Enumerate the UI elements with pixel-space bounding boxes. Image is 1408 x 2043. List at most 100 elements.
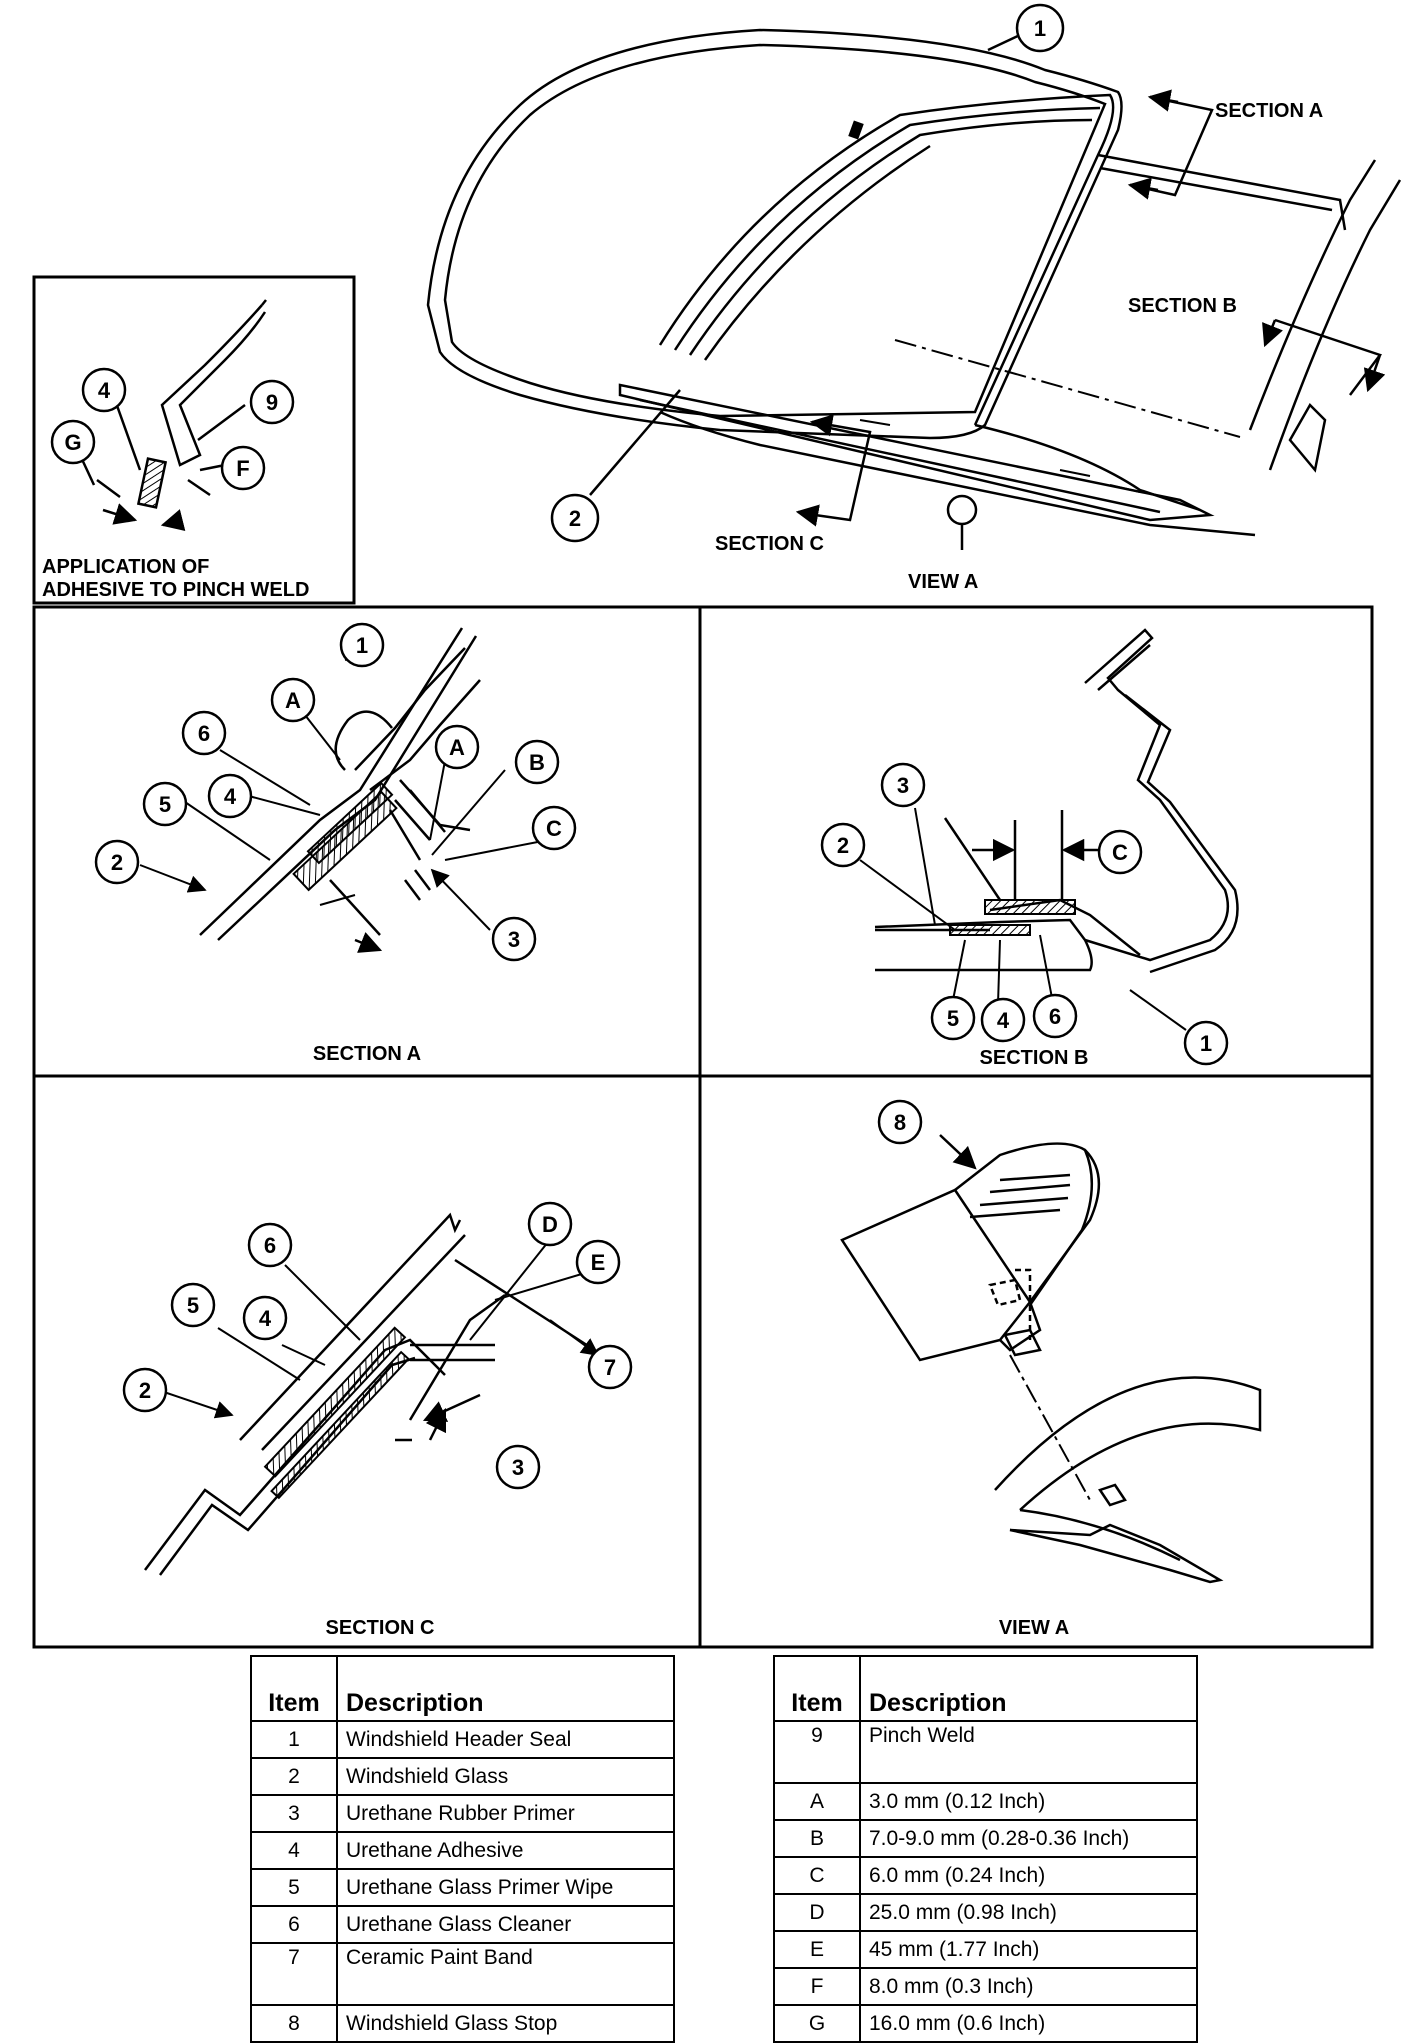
svg-text:5: 5 [159, 792, 171, 817]
windshield-overview [426, 28, 1402, 537]
svg-text:C: C [1112, 840, 1128, 865]
callout-c-section-a: C [531, 805, 577, 851]
svg-text:4: 4 [224, 784, 237, 809]
svg-text:3: 3 [512, 1455, 524, 1480]
svg-text:G: G [64, 430, 81, 455]
svg-text:6: 6 [264, 1233, 276, 1258]
svg-text:C: C [546, 816, 562, 841]
callout-3-section-b: 3 [880, 762, 926, 808]
svg-text:1: 1 [1034, 16, 1046, 41]
label-view-a-overview: VIEW A [908, 571, 978, 593]
callout-7-section-c: 7 [587, 1344, 633, 1390]
inset-caption-line2: ADHESIVE TO PINCH WELD [42, 579, 309, 601]
callout-g-inset: G [50, 419, 96, 465]
callout-4-section-a: 4 [207, 773, 253, 819]
svg-text:F: F [236, 456, 249, 481]
svg-text:2: 2 [837, 833, 849, 858]
callout-4-inset: 4 [81, 367, 127, 413]
callout-6-section-c: 6 [247, 1222, 293, 1268]
svg-text:2: 2 [569, 506, 581, 531]
svg-text:3: 3 [508, 927, 520, 952]
svg-text:4: 4 [259, 1306, 272, 1331]
panel-label-section-c: SECTION C [326, 1617, 435, 1639]
label-section-a-overview: SECTION A [1215, 100, 1323, 122]
callout-c-section-b: C [1097, 829, 1143, 875]
label-section-b-overview: SECTION B [1128, 295, 1237, 317]
svg-text:1: 1 [1200, 1031, 1212, 1056]
svg-text:4: 4 [997, 1008, 1010, 1033]
svg-text:5: 5 [187, 1293, 199, 1318]
svg-text:E: E [591, 1250, 606, 1275]
svg-text:9: 9 [266, 390, 278, 415]
callout-2-section-a: 2 [94, 839, 140, 885]
svg-text:B: B [529, 750, 545, 775]
callout-b-section-a: B [514, 739, 560, 785]
callout-a2-section-a: A [434, 724, 480, 770]
callout-1-overview: 1 [1015, 3, 1065, 53]
overview-callouts: 1 2 SECTION A SECTION B SECTION C VIEW A [550, 3, 1323, 593]
svg-text:2: 2 [111, 850, 123, 875]
svg-text:A: A [285, 688, 301, 713]
legend-left-header-description: Description [336, 1655, 675, 1722]
callout-a1-section-a: A [270, 677, 316, 723]
callout-1-section-a: 1 [339, 622, 385, 668]
callout-1-section-b: 1 [1183, 1020, 1229, 1066]
callout-5-section-b: 5 [930, 995, 976, 1041]
svg-text:4: 4 [98, 378, 111, 403]
panel-label-section-a: SECTION A [313, 1043, 421, 1065]
legend-right-header-description: Description [859, 1655, 1198, 1722]
legend-left-header-item: Item [250, 1655, 338, 1722]
callout-d-section-c: D [527, 1201, 573, 1247]
callout-4-section-b: 4 [980, 997, 1026, 1043]
callout-5-section-c: 5 [170, 1282, 216, 1328]
legend-right-header-item: Item [773, 1655, 861, 1722]
svg-text:A: A [449, 735, 465, 760]
callout-2-overview: 2 [550, 493, 600, 543]
callout-6-section-a: 6 [181, 710, 227, 756]
svg-text:D: D [542, 1212, 558, 1237]
callout-2-section-b: 2 [820, 822, 866, 868]
panel-section-a: 1 A A B C 6 4 5 2 3 SECTION A [94, 622, 577, 1065]
callout-8-view-a: 8 [877, 1099, 923, 1145]
callout-2-section-c: 2 [122, 1367, 168, 1413]
svg-text:6: 6 [198, 721, 210, 746]
svg-text:5: 5 [947, 1006, 959, 1031]
panel-view-a: 8 VIEW A [840, 1099, 1262, 1639]
callout-9-inset: 9 [249, 379, 295, 425]
callout-e-section-c: E [575, 1239, 621, 1285]
callout-3-section-c: 3 [495, 1444, 541, 1490]
section-panels-grid [32, 605, 1374, 1649]
svg-text:7: 7 [604, 1355, 616, 1380]
callout-f-inset: F [220, 445, 266, 491]
svg-text:3: 3 [897, 773, 909, 798]
svg-text:8: 8 [894, 1110, 906, 1135]
svg-text:1: 1 [356, 633, 368, 658]
svg-text:6: 6 [1049, 1004, 1061, 1029]
panel-label-view-a: VIEW A [999, 1617, 1069, 1639]
callout-3-section-a: 3 [491, 916, 537, 962]
panel-label-section-b: SECTION B [980, 1047, 1089, 1069]
adhesive-inset: 4 9 G F APPLICATION OF ADHESIVE TO PINCH… [32, 275, 356, 605]
callout-6-section-b: 6 [1032, 993, 1078, 1039]
panel-section-b: 3 2 C 5 4 6 1 SECTION B [820, 628, 1239, 1069]
callout-4-section-c: 4 [242, 1295, 288, 1341]
inset-caption-line1: APPLICATION OF [42, 556, 209, 578]
overview-section-markers [589, 33, 1386, 550]
